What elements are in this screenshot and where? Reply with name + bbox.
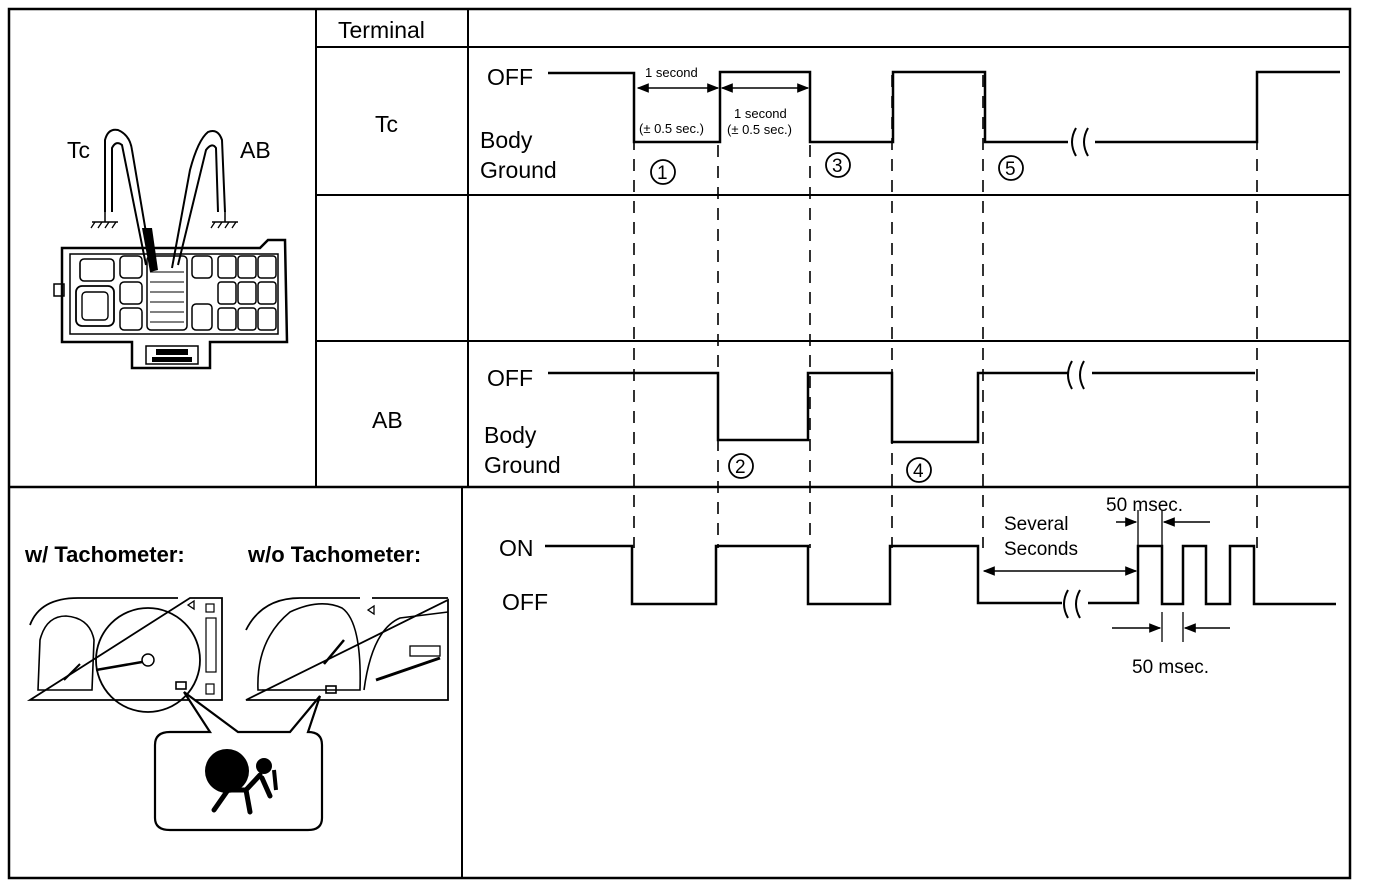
one-second-label-1: 1 second [645,65,698,80]
tolerance-label-1: (± 0.5 sec.) [639,121,704,136]
one-second-label-2: 1 second [734,106,787,121]
light-on-label: ON [499,535,534,561]
msec-bottom-label: 50 msec. [1132,657,1209,678]
ab-waveform: OFF Body Ground [484,360,1255,478]
several-label: Several [1004,514,1068,535]
tc-off-label: OFF [487,64,533,90]
msec-top-label: 50 msec. [1106,495,1183,516]
tc-ground-label: Ground [480,157,557,183]
with-tach-label: w/ Tachometer: [24,542,185,567]
cluster-illustration: w/ Tachometer: w/o Tachometer: [24,542,449,832]
tc-body-label: Body [480,127,533,153]
step-1-digit: 1 [657,163,668,184]
step-5-digit: 5 [1005,159,1016,180]
connector-tc-label: Tc [67,137,90,163]
tolerance-label-2: (± 0.5 sec.) [727,122,792,137]
warning-light-waveform: ON OFF [499,535,1336,619]
connector-ab-label: AB [240,137,271,163]
break-symbol [1071,127,1089,157]
step-4-digit: 4 [913,461,924,482]
connector-illustration: Tc AB [53,128,289,370]
terminal-header: Terminal [338,17,425,43]
step-markers: ① 1 ② 2 ③ 3 ④ 4 ⑤ 5 [650,152,1024,483]
timing-guides [633,75,1258,548]
tc-waveform: OFF Body Ground [480,64,1340,183]
break-symbol [1063,589,1081,619]
break-symbol [1067,360,1085,390]
step-2-digit: 2 [735,457,746,478]
table-grid [7,7,1352,880]
step-3-digit: 3 [832,156,843,177]
ab-body-label: Body [484,422,537,448]
airbag-warning-icon [205,749,278,815]
time-annotations: 1 second (± 0.5 sec.) 1 second (± 0.5 se… [636,65,1230,678]
without-tach-label: w/o Tachometer: [247,542,421,567]
seconds-label: Seconds [1004,539,1078,560]
tc-row-label: Tc [375,111,398,137]
ab-row-label: AB [372,407,403,433]
ab-ground-label: Ground [484,452,561,478]
ab-off-label: OFF [487,365,533,391]
light-off-label: OFF [502,589,548,615]
